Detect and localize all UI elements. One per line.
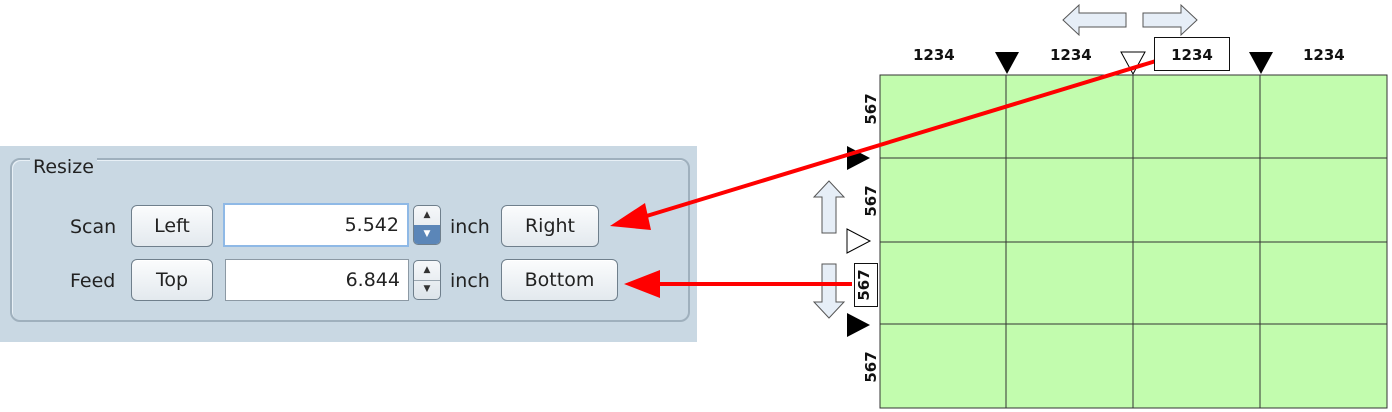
scan-label: Scan [70,216,117,238]
column-label: 1234 [913,46,955,64]
column-label: 1234 [1303,46,1345,64]
arrow-up-icon [812,180,846,234]
row-label: 567 [862,93,880,125]
spin-down-icon[interactable]: ▼ [423,284,431,294]
selected-row-label: 567 [854,263,878,307]
selected-row-marker-icon [846,228,872,254]
scan-unit: inch [450,216,490,238]
spin-up-icon[interactable]: ▲ [414,261,440,281]
row-marker-icon [847,313,870,337]
arrow-left-icon [1062,3,1127,37]
feed-value-input[interactable] [225,259,409,301]
scan-left-button[interactable]: Left [131,205,213,247]
column-marker-icon [995,52,1019,74]
scan-value-input[interactable] [223,203,409,247]
feed-unit: inch [450,270,490,292]
annotation-arrowhead-icon [610,203,651,230]
column-label: 1234 [1050,46,1092,64]
feed-bottom-button[interactable]: Bottom [501,259,618,301]
resize-group [10,158,690,322]
arrow-down-icon [812,263,846,319]
spin-down-icon[interactable]: ▼ [414,225,440,244]
row-label: 567 [862,185,880,217]
annotation-arrowhead-icon [624,270,660,298]
feed-label: Feed [70,270,116,292]
selected-column-label: 1234 [1154,37,1230,71]
feed-spinner[interactable]: ▲ ▼ [413,260,441,300]
row-label: 567 [862,351,880,383]
annotation-arrow-line [639,41,1216,220]
arrow-right-icon [1142,3,1198,37]
resize-panel: Resize Scan Left ▲ ▼ inch Right Feed Top… [0,146,697,342]
scan-right-button[interactable]: Right [501,205,599,247]
feed-top-button[interactable]: Top [131,259,213,301]
scan-spinner[interactable]: ▲ ▼ [413,205,441,245]
column-marker-icon [1249,52,1273,74]
group-title: Resize [30,156,97,178]
selected-column-marker-icon [1120,51,1146,76]
